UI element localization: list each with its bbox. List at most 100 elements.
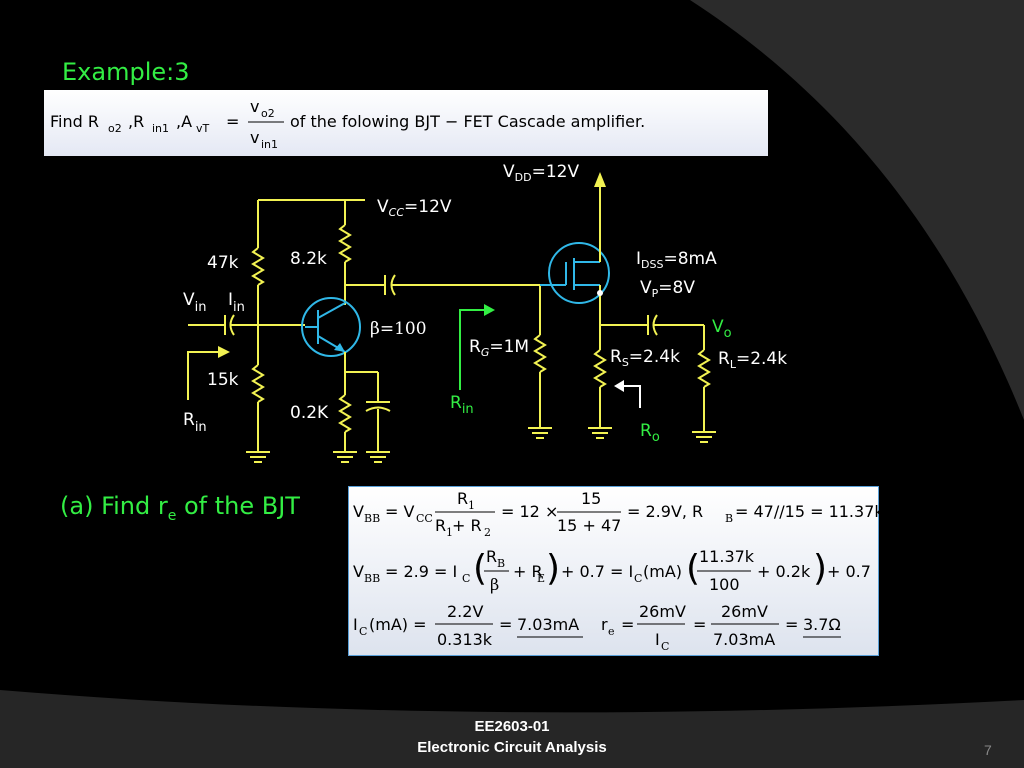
- svg-text:1: 1: [468, 499, 475, 512]
- label-r15k: 15k: [207, 370, 239, 390]
- problem-avt: ,A: [176, 112, 192, 131]
- page-number: 7: [984, 742, 992, 758]
- svg-text:(: (: [686, 548, 700, 589]
- svg-text:I: I: [353, 615, 358, 634]
- resistor-15k: [251, 364, 265, 403]
- svg-text:C: C: [359, 625, 367, 638]
- label-rg: RG=1M: [469, 337, 529, 359]
- svg-text:C: C: [462, 572, 470, 585]
- svg-text:V: V: [353, 562, 364, 581]
- svg-text:=: =: [499, 615, 512, 634]
- label-idss: IDSS=8mA: [636, 249, 717, 271]
- svg-text:C: C: [634, 572, 642, 585]
- label-r47k: 47k: [207, 253, 239, 273]
- resistor-8.2k: [338, 224, 352, 263]
- part-a-heading: (a) Find re of the BJT: [60, 492, 300, 524]
- svg-text:= 2.9V, R: = 2.9V, R: [627, 502, 703, 521]
- problem-num: v: [250, 97, 259, 116]
- resistor-rl: [697, 349, 711, 388]
- svg-text:2.2V: 2.2V: [447, 602, 483, 621]
- slide-footer: EE2603-01 Electronic Circuit Analysis: [300, 716, 724, 758]
- svg-text:(mA): (mA): [643, 562, 682, 581]
- label-ro: Ro: [640, 421, 660, 445]
- svg-text:7.03mA: 7.03mA: [517, 615, 579, 634]
- problem-statement-box: Find R o2 ,R in1 ,A vT = v o2 v in1 of t…: [44, 90, 768, 156]
- svg-text:1: 1: [446, 526, 453, 539]
- svg-text:CC: CC: [416, 512, 433, 525]
- svg-text:R: R: [457, 489, 468, 508]
- svg-text:26mV: 26mV: [721, 602, 768, 621]
- problem-equals: =: [226, 112, 239, 131]
- svg-text:=: =: [693, 615, 706, 634]
- svg-text:= 2.9 = I: = 2.9 = I: [385, 562, 457, 581]
- svg-text:BB: BB: [364, 572, 380, 585]
- svg-text:7.03mA: 7.03mA: [713, 630, 775, 649]
- svg-text:=: =: [621, 615, 634, 634]
- problem-tail: of the folowing BJT − FET Cascade amplif…: [290, 112, 645, 131]
- svg-text:3.7Ω: 3.7Ω: [803, 615, 841, 634]
- svg-text:= 12 ×: = 12 ×: [501, 502, 558, 521]
- resistor-0.2k: [338, 394, 352, 433]
- course-code: EE2603-01: [474, 718, 550, 735]
- label-rs: RS=2.4k: [610, 347, 680, 369]
- svg-text:I: I: [655, 630, 660, 649]
- solution-equations: V BB = V CC R 1 R 1 + R 2 = 12 × 15 15 +…: [353, 489, 880, 653]
- svg-text:E: E: [537, 572, 545, 585]
- svg-text:e: e: [608, 625, 615, 638]
- svg-text:= 47//15 = 11.37k: = 47//15 = 11.37k: [735, 502, 880, 521]
- jfet-transistor: [548, 242, 610, 304]
- equation-line-2: V BB = 2.9 = I C ( R B β + R E ) + 0.7 =…: [353, 547, 871, 594]
- svg-text:+ 0.7: + 0.7: [827, 562, 871, 581]
- label-rl: RL=2.4k: [718, 349, 787, 371]
- equation-line-1: V BB = V CC R 1 R 1 + R 2 = 12 × 15 15 +…: [353, 489, 880, 539]
- svg-text:): ): [813, 548, 827, 589]
- svg-text:+ R: + R: [513, 562, 543, 581]
- problem-num-sub: o2: [261, 107, 275, 120]
- problem-find: Find R: [50, 112, 99, 131]
- svg-text:V: V: [353, 502, 364, 521]
- label-beta: β=100: [370, 319, 427, 339]
- svg-text:B: B: [725, 512, 733, 525]
- svg-text:11.37k: 11.37k: [699, 547, 755, 566]
- bjt-transistor: [301, 297, 361, 357]
- svg-text:(: (: [473, 548, 487, 589]
- problem-rin1-sub: in1: [152, 122, 169, 135]
- label-rin-green: Rin: [450, 393, 474, 417]
- problem-den: v: [250, 128, 259, 147]
- svg-text:+ 0.2k: + 0.2k: [757, 562, 811, 581]
- label-iin: Iin: [228, 290, 245, 315]
- problem-den-sub: in1: [261, 138, 278, 151]
- problem-statement-math: Find R o2 ,R in1 ,A vT = v o2 v in1 of t…: [50, 97, 645, 151]
- label-vin: Vin: [183, 290, 207, 315]
- svg-text:R: R: [435, 516, 446, 535]
- resistor-rs: [593, 349, 607, 388]
- slide-title: Example:3: [62, 58, 190, 86]
- solution-equations-box: V BB = V CC R 1 R 1 + R 2 = 12 × 15 15 +…: [348, 486, 880, 656]
- problem-ro2-sub: o2: [108, 122, 122, 135]
- label-vdd: VDD=12V: [503, 162, 579, 184]
- label-re: 0.2K: [290, 403, 329, 423]
- svg-text:0.313k: 0.313k: [437, 630, 493, 649]
- label-vcc: VCC=12V: [377, 197, 452, 219]
- label-vp: VP=8V: [640, 278, 695, 300]
- svg-text:R: R: [486, 547, 497, 566]
- equation-line-3: I C (mA) = 2.2V 0.313k = 7.03mA r e = 26…: [353, 602, 841, 653]
- svg-text:15: 15: [581, 489, 601, 508]
- svg-text:26mV: 26mV: [639, 602, 686, 621]
- course-name: Electronic Circuit Analysis: [417, 739, 607, 756]
- problem-rin1: ,R: [128, 112, 144, 131]
- problem-avt-sub: vT: [196, 122, 210, 135]
- svg-text:BB: BB: [364, 512, 380, 525]
- svg-text:(mA) =: (mA) =: [369, 615, 427, 634]
- label-vo: Vo: [712, 317, 732, 341]
- svg-text:): ): [546, 548, 560, 589]
- svg-text:2: 2: [484, 526, 491, 539]
- svg-text:C: C: [661, 640, 669, 653]
- svg-text:15 + 47: 15 + 47: [557, 516, 621, 535]
- label-rin: Rin: [183, 410, 207, 435]
- svg-text:= V: = V: [385, 502, 414, 521]
- svg-text:+ R: + R: [452, 516, 482, 535]
- resistor-rg: [533, 334, 547, 373]
